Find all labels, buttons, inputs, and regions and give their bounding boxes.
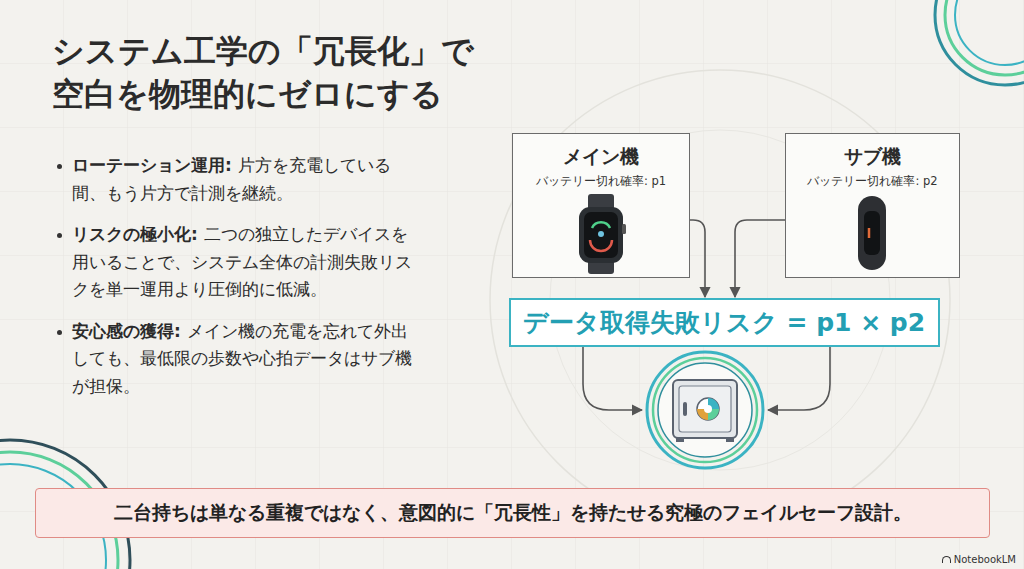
node-heading: サブ機 (844, 144, 901, 170)
bullet-item: ローテーション運用:片方を充電している間、もう片方で計測を継続。 (55, 152, 415, 207)
node-content: 二台持ちは単なる重複ではなく、意図的に「冗長性」を持たせる究極のフェイルセーフ設… (114, 500, 912, 526)
bullet-dot (57, 330, 62, 335)
connector-arrow (735, 220, 785, 297)
connector-arrow (690, 220, 705, 297)
node-content: サブ機バッテリー切れ確率: p2 (786, 144, 959, 189)
bullet-heading: 安心感の獲得: (72, 321, 181, 341)
device-box: メイン機バッテリー切れ確率: p1 (512, 133, 690, 278)
watermark: NotebookLM (942, 554, 1016, 565)
summary-band: 二台持ちは単なる重複ではなく、意図的に「冗長性」を持たせる究極のフェイルセーフ設… (35, 488, 990, 538)
node-heading: メイン機 (563, 144, 639, 170)
bullet-item: リスクの極小化:二つの独立したデバイスを用いることで、システム全体の計測失敗リス… (55, 221, 415, 304)
flow-line (768, 345, 830, 410)
bullet-item: 安心感の獲得:メイン機の充電を忘れて外出しても、最低限の歩数や心拍データはサブ機… (55, 318, 415, 401)
node-heading: 二台持ちは単なる重複ではなく、意図的に「冗長性」を持たせる究極のフェイルセーフ設… (114, 500, 912, 526)
node-content: メイン機バッテリー切れ確率: p1 (513, 144, 689, 189)
node-subtext: バッテリー切れ確率: p1 (536, 174, 666, 189)
bullet-heading: リスクの極小化: (72, 224, 198, 244)
safe-icon (647, 352, 763, 468)
box-fill (512, 133, 690, 278)
device-box: サブ機バッテリー切れ確率: p2 (785, 133, 960, 278)
watermark-logo (942, 556, 951, 563)
smartwatch-icon (579, 194, 626, 274)
slide-title: システム工学の「冗長化」で 空白を物理的にゼロにする (52, 30, 492, 116)
bullet-heading: ローテーション運用: (72, 155, 232, 175)
box-fill (785, 133, 960, 278)
node-subtext: バッテリー切れ確率: p2 (807, 174, 937, 189)
bullet-list: ローテーション運用:片方を充電している間、もう片方で計測を継続。リスクの極小化:… (55, 152, 415, 414)
bullet-dot (57, 164, 62, 169)
node-content: データ取得失敗リスク = p1 × p2 (523, 306, 925, 339)
fitness-band-icon (858, 196, 886, 270)
watermark-text: NotebookLM (954, 554, 1016, 565)
node-heading: データ取得失敗リスク = p1 × p2 (523, 306, 925, 339)
flow-line (583, 345, 642, 410)
bullet-dot (57, 233, 62, 238)
formula-box: データ取得失敗リスク = p1 × p2 (509, 298, 940, 347)
